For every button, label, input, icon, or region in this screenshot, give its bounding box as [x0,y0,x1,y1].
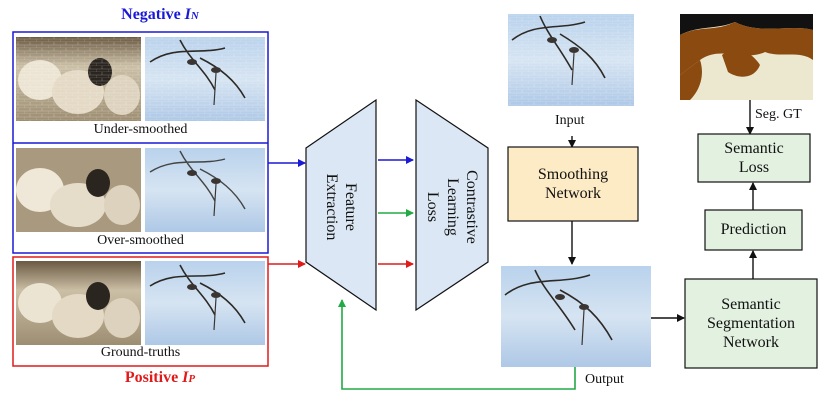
contrastive-line2: Learning [443,178,461,236]
ground-truth-caption: Ground-truths [100,345,181,360]
feedback-loop-arrow [338,299,576,390]
contrastive-line1: Contrastive [462,170,480,244]
under-smoothed-caption: Under-smoothed [93,122,188,137]
contrastive-line3: Loss [424,191,442,223]
over-smoothed-sheep-image [16,148,141,232]
positive-symbol: I [182,369,189,386]
under-smoothed-bird-image [145,37,265,121]
prediction-label: Prediction [720,221,787,239]
input-image [508,14,634,106]
feature-extraction-block [305,98,377,312]
semantic-loss-line2: Loss [738,159,770,176]
positive-subscript: P [188,373,196,385]
ground-truth-bird-image [145,261,265,345]
feature-extraction-line2: Extraction [323,173,340,241]
segnet-line1: Semantic [721,295,781,313]
output-image [501,266,651,367]
positive-title: Positive IP [100,369,220,387]
seg-gt-image [680,14,813,100]
output-label: Output [585,372,624,387]
negative-subscript: N [190,10,199,22]
segnet-line3: Network [723,334,779,352]
contrastive-loss-block [415,98,489,312]
positive-group-box [12,256,269,367]
ground-truth-sheep-image [16,261,141,345]
over-smoothed-caption: Over-smoothed [97,233,184,248]
negative-title-text: Negative [121,6,185,23]
smoothing-line2: Network [545,185,601,202]
under-smoothed-sheep-image [16,37,141,121]
over-smoothed-bird-image [145,148,265,232]
negative-title: Negative IN [100,6,220,24]
positive-title-text: Positive [124,369,183,386]
feature-extraction-line1: Feature [342,183,360,231]
seg-gt-label: Seg. GT [755,107,802,122]
segnet-line2: Segmentation [707,314,795,332]
semantic-loss-box [697,133,811,183]
semantic-loss-line1: Semantic [724,139,784,157]
smoothing-network-box [507,146,639,222]
input-label: Input [555,113,585,128]
negative-symbol: I [184,6,191,23]
smoothing-line1: Smoothing [537,165,609,183]
segnet-box [684,278,818,369]
